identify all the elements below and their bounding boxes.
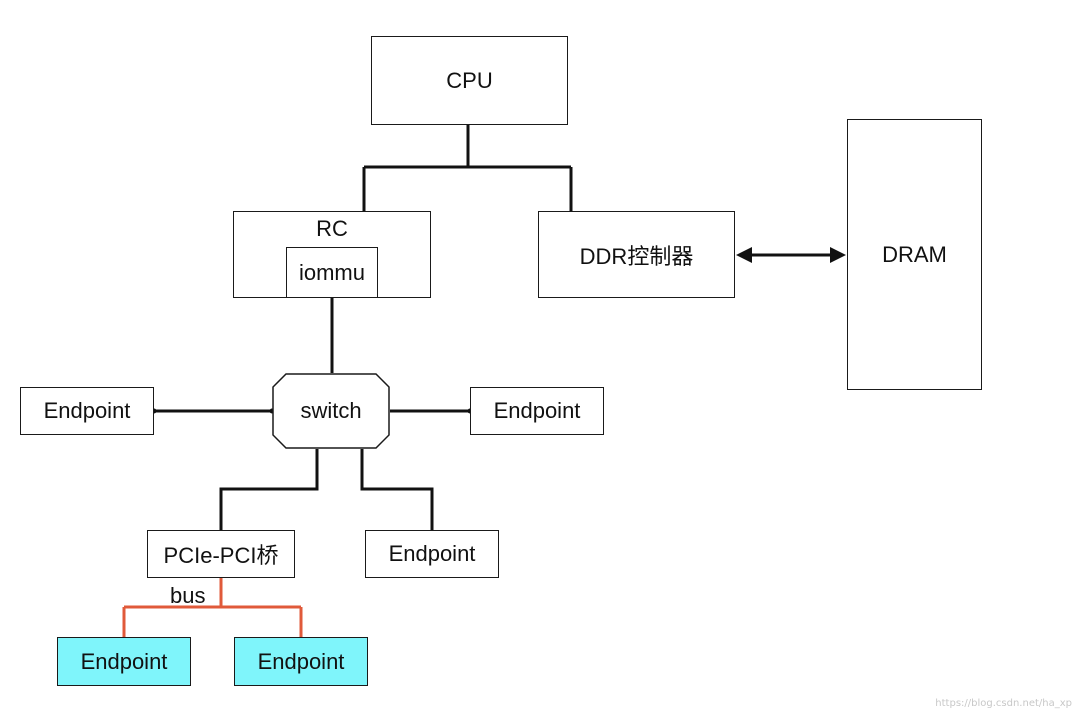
watermark: https://blog.csdn.net/ha_xp <box>935 698 1072 709</box>
node-dram: DRAM <box>847 119 982 390</box>
node-pcie-pci-bridge-label: PCIe-PCI桥 <box>163 543 279 568</box>
node-cpu: CPU <box>371 36 568 125</box>
node-endpoint-bus-left: Endpoint <box>57 637 191 686</box>
node-dram-label: DRAM <box>882 241 947 267</box>
node-pcie-pci-bridge: PCIe-PCI桥 <box>147 530 295 578</box>
node-endpoint-left: Endpoint <box>20 387 154 435</box>
switch-octagon-shape <box>272 373 390 449</box>
node-endpoint-bus-right: Endpoint <box>234 637 368 686</box>
node-cpu-label: CPU <box>446 67 493 93</box>
node-ddr-controller-label: DDR控制器 <box>579 243 694 269</box>
arrowhead-left <box>736 247 752 263</box>
edge-switch-bridge <box>219 449 319 530</box>
bus-label: bus <box>170 583 206 608</box>
edge-switch-endpoint-down <box>360 449 434 530</box>
node-iommu: iommu <box>286 247 378 298</box>
node-endpoint-bus-left-label: Endpoint <box>80 648 168 674</box>
node-endpoint-right-label: Endpoint <box>493 398 581 423</box>
node-endpoint-bus-right-label: Endpoint <box>257 648 345 674</box>
node-rc-label: RC <box>316 216 348 241</box>
node-endpoint-switch-down-label: Endpoint <box>388 541 476 566</box>
node-switch: switch <box>272 373 390 449</box>
node-switch-label: switch <box>300 398 362 423</box>
node-ddr-controller: DDR控制器 <box>538 211 735 298</box>
node-endpoint-right: Endpoint <box>470 387 604 435</box>
arrowhead-right <box>830 247 846 263</box>
node-endpoint-left-label: Endpoint <box>43 398 131 423</box>
node-endpoint-switch-down: Endpoint <box>365 530 499 578</box>
node-iommu-label: iommu <box>298 259 365 285</box>
